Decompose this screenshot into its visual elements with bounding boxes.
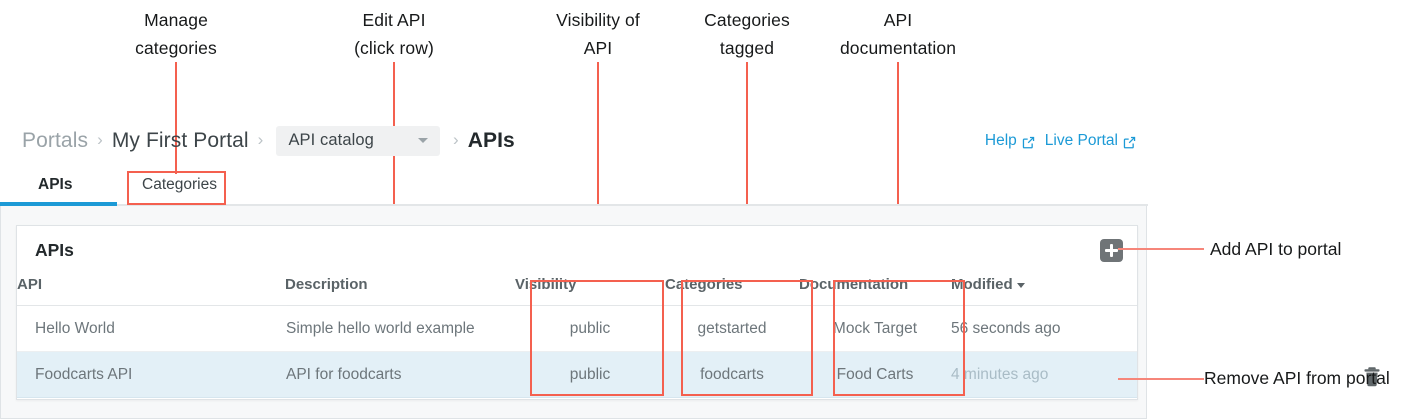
label-remove-api-from-portal: Remove API from portal <box>1204 368 1390 388</box>
table-row[interactable]: Hello World Simple hello world example p… <box>17 305 1137 352</box>
breadcrumb-current: APIs <box>467 129 515 152</box>
leader-line-manage-categories <box>175 62 177 174</box>
help-link-label: Help <box>984 132 1017 149</box>
tab-bar: APIs Categories <box>0 168 1148 206</box>
help-link[interactable]: Help <box>985 132 1035 150</box>
apis-card: APIs API Description Visibility Categori… <box>16 225 1138 400</box>
plus-icon <box>1110 244 1113 257</box>
cell-categories: getstarted <box>665 305 799 352</box>
callout-categories-tagged: Categories tagged <box>704 10 790 58</box>
leader-line-documentation <box>897 62 899 280</box>
external-link-icon <box>1123 136 1136 149</box>
live-portal-link-label: Live Portal <box>1044 132 1118 149</box>
external-link-icon <box>1022 136 1035 149</box>
cell-description: Simple hello world example <box>285 305 515 352</box>
sort-descending-icon <box>1016 283 1025 288</box>
cell-api: Foodcarts API <box>17 351 285 398</box>
breadcrumb-separator-3: › <box>452 130 459 149</box>
chevron-down-icon <box>417 138 428 143</box>
callout-visibility-of-api: Visibility of API <box>556 10 640 58</box>
table-header-row: API Description Visibility Categories Do… <box>17 276 1137 306</box>
leader-line-remove-api <box>1118 378 1204 380</box>
column-header-description[interactable]: Description <box>285 276 515 306</box>
column-header-visibility[interactable]: Visibility <box>515 276 665 306</box>
table-row[interactable]: Foodcarts API API for foodcarts public f… <box>17 351 1137 398</box>
top-links: Help Live Portal <box>985 132 1136 150</box>
api-catalog-select-value: API catalog <box>288 131 374 149</box>
apis-card-header: APIs <box>17 226 1137 276</box>
cell-visibility: public <box>515 351 665 398</box>
add-api-button[interactable] <box>1100 239 1123 262</box>
delete-api-button[interactable] <box>1363 366 1381 387</box>
apis-table-head: API Description Visibility Categories Do… <box>17 276 1137 306</box>
callout-manage-categories: Manage categories <box>135 10 217 58</box>
label-add-api-to-portal: Add API to portal <box>1210 239 1342 259</box>
breadcrumb-separator-1: › <box>97 130 103 149</box>
breadcrumb-portal-name[interactable]: My First Portal <box>111 129 249 152</box>
cell-documentation: Food Carts <box>799 351 951 398</box>
breadcrumb-separator-2: › <box>257 130 264 149</box>
column-header-documentation[interactable]: Documentation <box>799 276 951 306</box>
column-header-modified-label: Modified <box>951 276 1013 293</box>
cell-modified: 56 seconds ago <box>951 305 1137 352</box>
leader-line-visibility <box>597 62 599 280</box>
column-header-categories[interactable]: Categories <box>665 276 799 306</box>
leader-line-categories <box>746 62 748 280</box>
tab-bar-divider <box>0 204 1148 206</box>
cell-description: API for foodcarts <box>285 351 515 398</box>
api-catalog-select[interactable]: API catalog <box>276 126 440 156</box>
tab-active-underline <box>0 202 117 206</box>
cell-api: Hello World <box>17 305 285 352</box>
cell-documentation: Mock Target <box>799 305 951 352</box>
breadcrumb: Portals › My First Portal › API catalog … <box>22 126 515 156</box>
cell-categories: foodcarts <box>665 351 799 398</box>
tab-categories[interactable]: Categories <box>142 176 217 193</box>
leader-line-add-api <box>1118 248 1204 250</box>
column-header-modified[interactable]: Modified <box>951 276 1137 306</box>
cell-visibility: public <box>515 305 665 352</box>
cell-modified: 4 minutes ago <box>951 351 1137 398</box>
apis-table-body: Hello World Simple hello world example p… <box>17 305 1137 398</box>
live-portal-link[interactable]: Live Portal <box>1045 132 1136 150</box>
callout-edit-api: Edit API (click row) <box>354 10 434 58</box>
page-title: APIs <box>35 240 74 260</box>
breadcrumb-portals[interactable]: Portals <box>22 129 89 152</box>
callout-api-documentation: API documentation <box>839 10 957 58</box>
tab-apis[interactable]: APIs <box>38 176 73 193</box>
column-header-api[interactable]: API <box>17 276 285 306</box>
apis-table: API Description Visibility Categories Do… <box>17 276 1137 398</box>
